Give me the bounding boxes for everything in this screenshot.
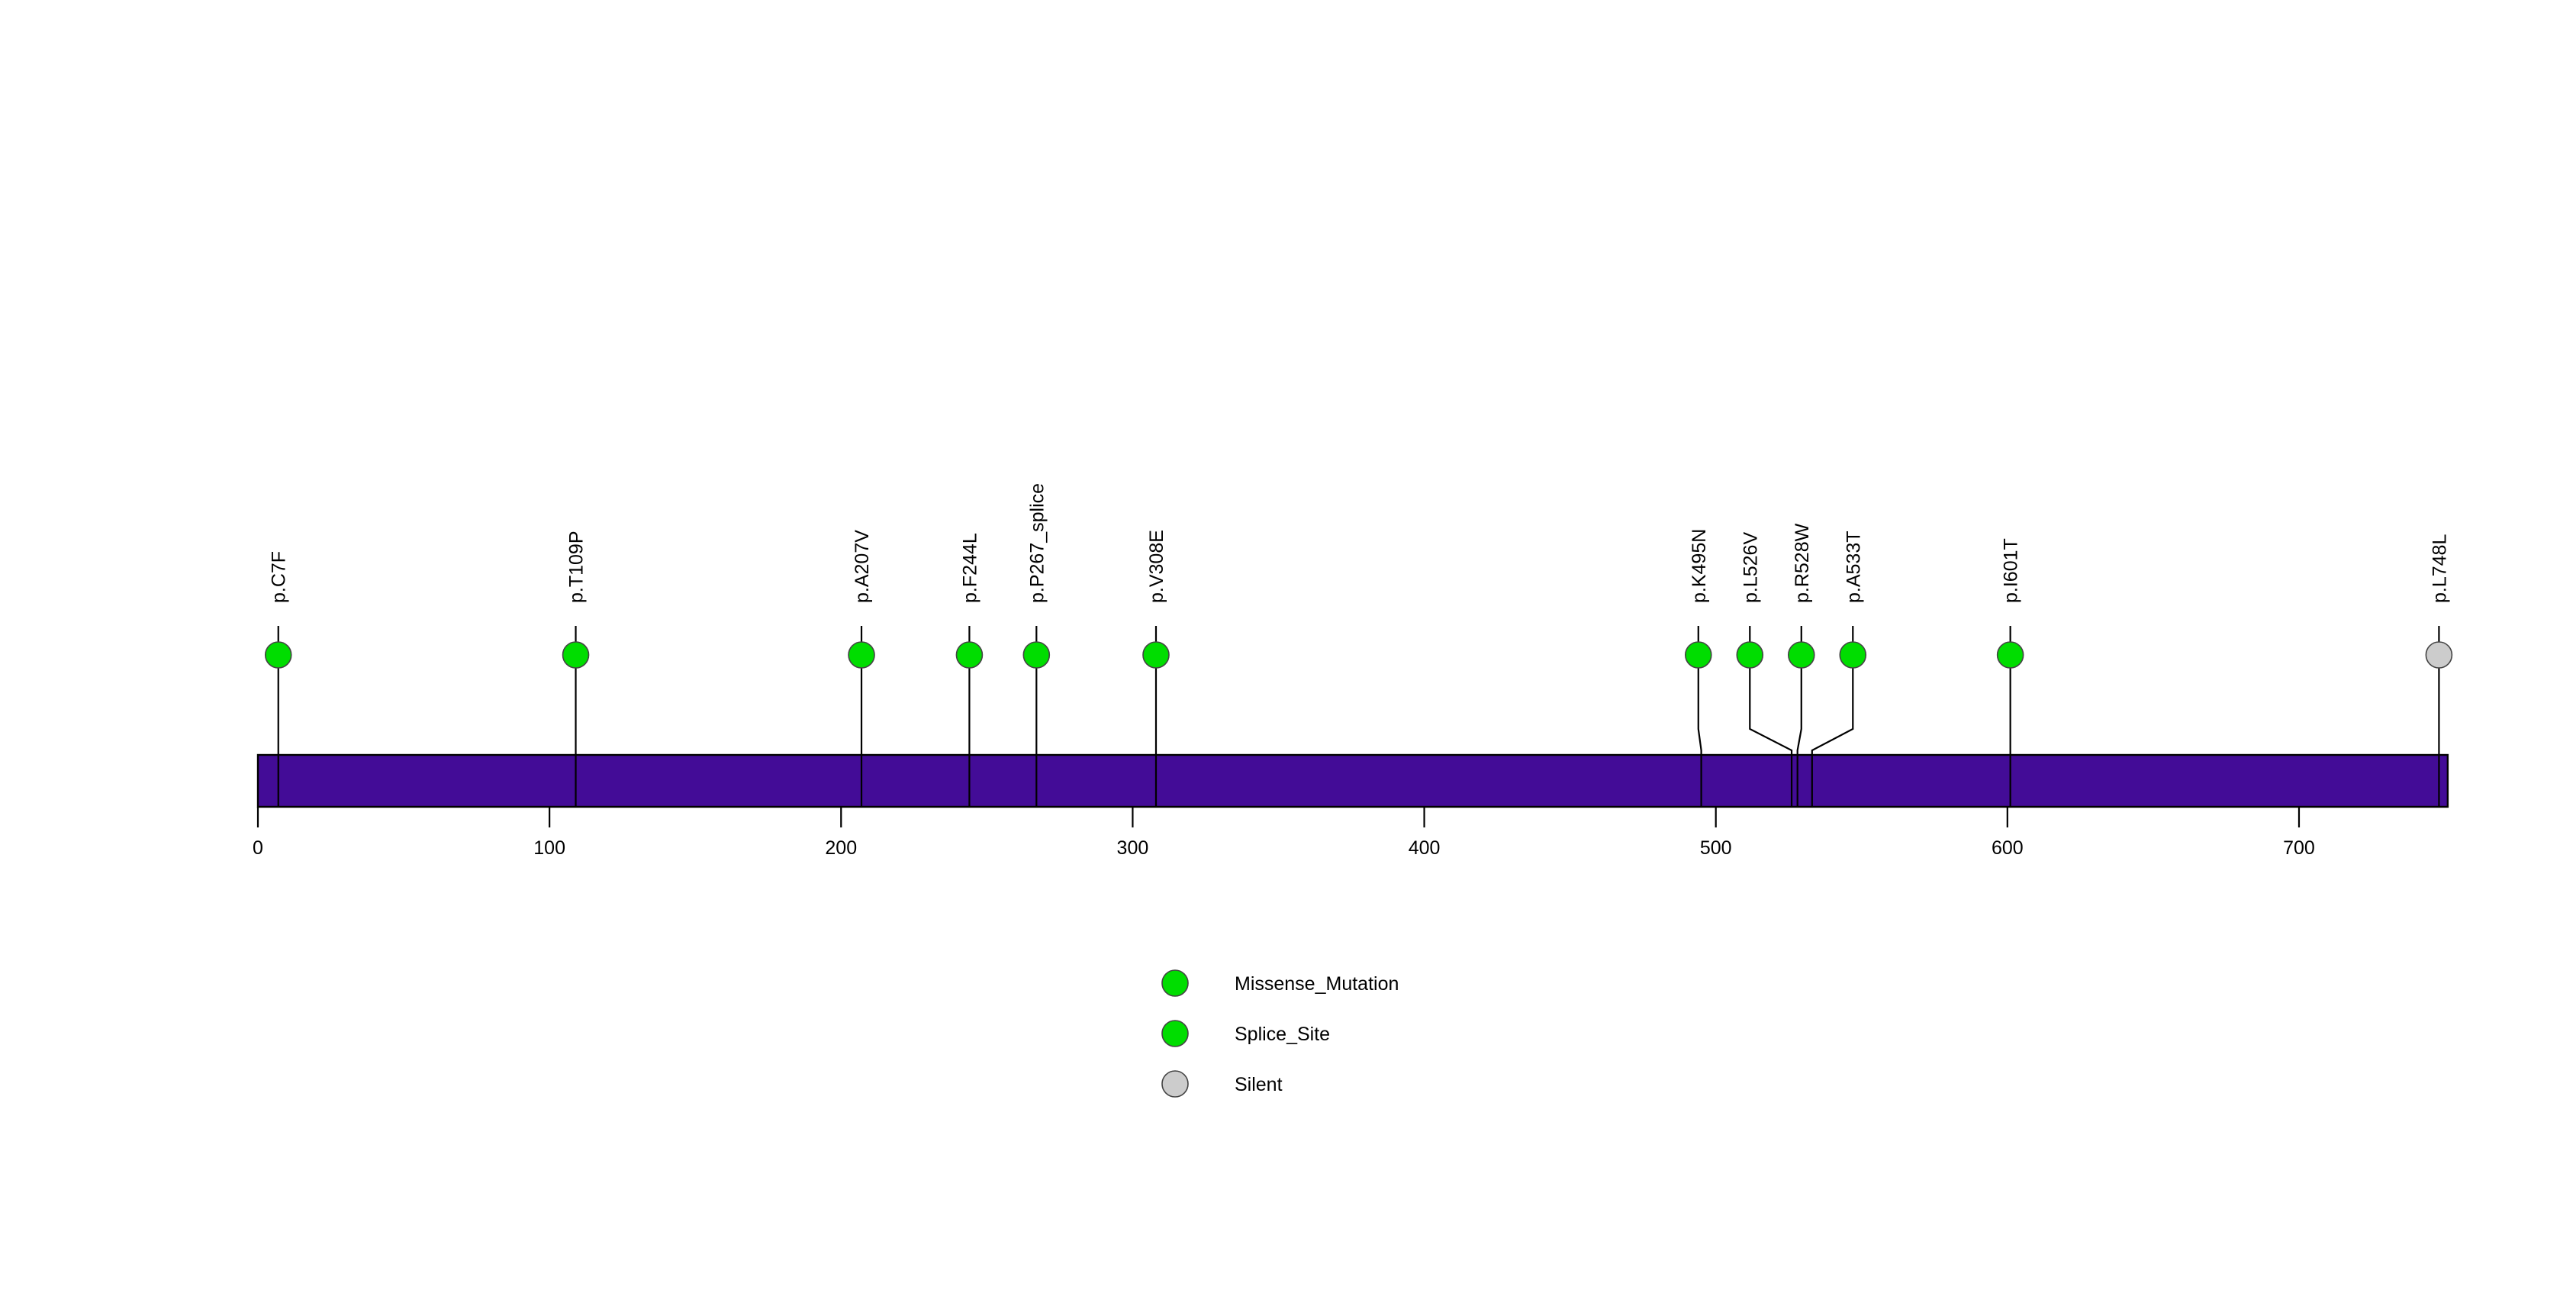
lollipop-marker-p-p267-splice[interactable] [1022,641,1051,669]
lollipop-label-p-c7f: p.C7F [269,551,290,603]
lollipop-marker-p-r528w[interactable] [1787,641,1815,669]
lollipop-label-p-v308e: p.V308E [1146,530,1167,603]
lollipop-marker-p-l526v[interactable] [1736,641,1764,669]
lollipop-label-p-a533t: p.A533T [1843,531,1864,603]
lollipop-label-p-t109p: p.T109P [566,531,588,603]
legend-label-missense-mutation: Missense_Mutation [1235,973,1399,995]
lollipop-stem [1749,626,1793,807]
legend-swatch-missense-mutation[interactable] [1161,969,1189,997]
lollipop-stem [1811,626,1854,807]
lollipop-marker-p-t109p[interactable] [562,641,590,669]
x-axis-tick-label: 600 [1992,837,2024,859]
lollipop-markers-group [264,641,2453,669]
lollipop-label-p-a207v: p.A207V [852,530,873,603]
lollipop-label-p-i601t: p.I601T [2001,538,2022,603]
lollipop-label-p-k495n: p.K495N [1689,529,1710,603]
x-axis-tick-label: 700 [2283,837,2315,859]
x-axis-tick-label: 400 [1409,837,1441,859]
lollipop-marker-p-a207v[interactable] [848,641,875,669]
legend-swatch-silent[interactable] [1161,1070,1189,1098]
lollipop-label-p-r528w: p.R528W [1792,523,1813,603]
lollipop-marker-p-a533t[interactable] [1839,641,1867,669]
lollipop-marker-p-f244l[interactable] [955,641,984,669]
lollipop-marker-p-l748l[interactable] [2425,641,2453,669]
protein-backbone-group [256,753,2449,808]
legend-label-silent: Silent [1235,1074,1283,1095]
lollipop-label-p-f244l: p.F244L [959,533,980,603]
lollipop-marker-p-k495n[interactable] [1684,641,1712,669]
lollipop-stem [1796,626,1802,807]
lollipop-label-p-p267-splice: p.P267_splice [1026,483,1048,603]
x-axis-group: 0 100 200 300 400 500 600 700 [253,807,2315,859]
protein-backbone-bar [256,753,2449,808]
x-axis-tick-label: 500 [1700,837,1732,859]
x-axis-tick-label: 300 [1117,837,1149,859]
legend-swatch-splice-site[interactable] [1161,1020,1189,1047]
lollipop-stem [1697,626,1702,807]
lollipop-marker-p-c7f[interactable] [264,641,292,669]
lollipop-labels-group: p.C7F p.T109P p.A207V p.F244L p.P267_splice p… [269,483,2451,603]
x-axis-tick-label: 200 [825,837,857,859]
lollipop-label-p-l748l: p.L748L [2429,534,2450,603]
lollipop-marker-p-i601t[interactable] [1996,641,2024,669]
x-axis-tick-label: 100 [533,837,565,859]
legend-label-splice-site: Splice_Site [1235,1024,1330,1045]
lollipop-marker-p-v308e[interactable] [1142,641,1170,669]
lollipop-label-p-l526v: p.L526V [1740,532,1761,603]
x-axis-tick-label: 0 [253,837,263,859]
